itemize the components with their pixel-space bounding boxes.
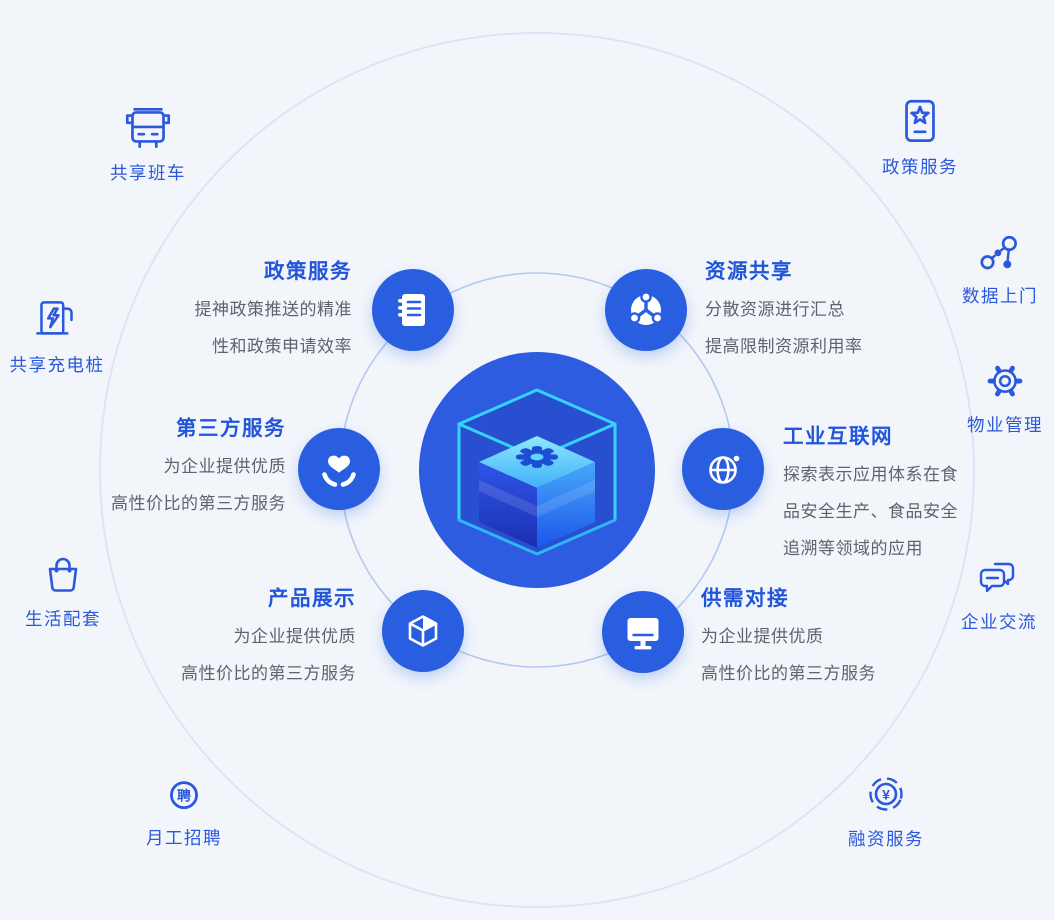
- panel-line: 性和政策申请效率: [212, 337, 352, 356]
- panel-title: 产品展示: [268, 587, 356, 610]
- panel-title: 工业互联网: [783, 425, 893, 448]
- cube-gear-icon: [419, 352, 655, 588]
- panel-line: 分散资源进行汇总: [705, 300, 845, 319]
- yuan-char: ¥: [882, 787, 890, 803]
- node-third-party-service: [298, 428, 380, 510]
- panel-title: 供需对接: [701, 587, 789, 610]
- panel-line: 为企业提供优质: [163, 457, 286, 476]
- outer-item-policy-service: 政策服务: [845, 94, 995, 179]
- panel-line: 提高限制资源利用率: [705, 337, 863, 356]
- hire-badge-icon: 聘: [170, 781, 198, 810]
- charging-pile-icon: [36, 301, 73, 335]
- hire-badge-char: 聘: [177, 787, 191, 803]
- outer-item-label: 月工招聘: [146, 828, 222, 848]
- outer-item-worker-hiring: 聘 月工招聘: [109, 771, 259, 850]
- outer-item-label: 政策服务: [882, 157, 958, 177]
- outer-item-financing-service: ¥ 融资服务: [811, 768, 961, 851]
- panel-line: 为企业提供优质: [233, 627, 356, 646]
- outer-item-label: 共享充电桩: [9, 355, 105, 375]
- panel-line: 追溯等领域的应用: [783, 539, 923, 558]
- outer-item-enterprise-exchange: 企业交流: [924, 551, 1054, 634]
- data-nodes-icon: [980, 235, 1017, 270]
- outer-item-data-to-door: 数据上门: [925, 231, 1054, 308]
- panel-policy-service: 政策服务 提神政策推送的精准 性和政策申请效率: [82, 256, 352, 365]
- cube-outline-icon: [408, 615, 438, 647]
- hands-heart-icon: [322, 455, 356, 487]
- globe-icon: [709, 455, 740, 484]
- outer-item-shared-charging-pile: 共享充电桩: [0, 292, 132, 377]
- outer-item-label: 融资服务: [848, 829, 924, 849]
- panel-line: 高性价比的第三方服务: [181, 664, 356, 683]
- panel-line: 品安全生产、食品安全: [783, 502, 958, 521]
- panel-line: 高性价比的第三方服务: [701, 664, 876, 683]
- bus-icon: [125, 107, 171, 148]
- panel-industrial-internet: 工业互联网 探索表示应用体系在食 品安全生产、食品安全 追溯等领域的应用: [783, 421, 1053, 567]
- outer-item-living-amenities: 生活配套: [0, 548, 138, 631]
- panel-title: 政策服务: [264, 260, 352, 283]
- yuan-circle-icon: ¥: [869, 777, 903, 811]
- node-product-display: [382, 590, 464, 672]
- shopping-bag-icon: [48, 557, 78, 592]
- monitor-icon: [627, 618, 659, 650]
- central-hub: [419, 352, 655, 588]
- node-supply-demand: [602, 591, 684, 673]
- outer-item-label: 数据上门: [962, 286, 1038, 306]
- panel-line: 为企业提供优质: [701, 627, 824, 646]
- node-policy-service: [372, 269, 454, 351]
- outer-item-label: 企业交流: [961, 612, 1037, 632]
- share-nodes-icon: [628, 291, 664, 325]
- certificate-star-icon: [905, 99, 935, 142]
- panel-resource-sharing: 资源共享 分散资源进行汇总 提高限制资源利用率: [705, 256, 975, 365]
- notebook-icon: [398, 294, 425, 326]
- panel-title: 资源共享: [705, 260, 793, 283]
- panel-line: 提神政策推送的精准: [194, 300, 352, 319]
- gear-icon: [987, 365, 1023, 397]
- node-industrial-internet: [682, 428, 764, 510]
- panel-line: 高性价比的第三方服务: [111, 494, 286, 513]
- node-resource-sharing: [605, 269, 687, 351]
- chat-bubbles-icon: [979, 562, 1015, 593]
- panel-supply-demand: 供需对接 为企业提供优质 高性价比的第三方服务: [701, 583, 971, 692]
- outer-item-shared-shuttle: 共享班车: [73, 100, 223, 185]
- panel-third-party-service: 第三方服务 为企业提供优质 高性价比的第三方服务: [16, 413, 286, 522]
- panel-line: 探索表示应用体系在食: [783, 465, 958, 484]
- panel-product-display: 产品展示 为企业提供优质 高性价比的第三方服务: [86, 583, 356, 692]
- outer-item-property-management: 物业管理: [930, 356, 1054, 437]
- panel-title: 第三方服务: [176, 417, 286, 440]
- outer-item-label: 生活配套: [25, 609, 101, 629]
- outer-item-label: 共享班车: [110, 163, 186, 183]
- outer-item-label: 物业管理: [967, 415, 1043, 435]
